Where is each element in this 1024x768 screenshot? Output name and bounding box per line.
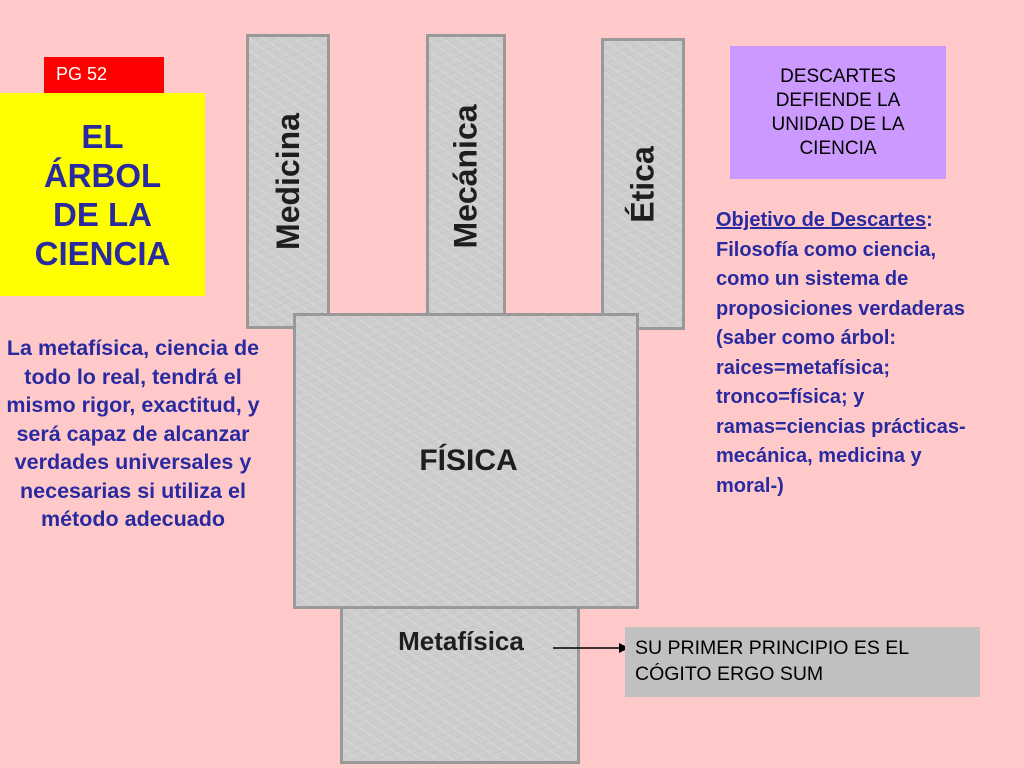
objetivo-body: Filosofía como ciencia, como un sistema … bbox=[716, 238, 966, 497]
branch-medicina: Medicina bbox=[246, 34, 330, 329]
objetivo-descartes: Objetivo de Descartes: Filosofía como ci… bbox=[716, 206, 978, 501]
descartes-unity-box: DESCARTES DEFIENDE LA UNIDAD DE LA CIENC… bbox=[730, 46, 946, 179]
roots-metafisica: Metafísica bbox=[340, 601, 580, 764]
roots-label: Metafísica bbox=[398, 626, 524, 656]
branch-etica: Ética bbox=[601, 38, 685, 330]
branch-mecanica-label: Mecánica bbox=[447, 104, 484, 249]
objetivo-colon: : bbox=[926, 209, 933, 231]
branch-etica-label: Ética bbox=[624, 145, 661, 223]
metaphysics-description: La metafísica, ciencia de todo lo real, … bbox=[6, 336, 260, 531]
trunk-fisica: FÍSICA bbox=[293, 313, 639, 609]
cogito-box: SU PRIMER PRINCIPIO ES EL CÓGITO ERGO SU… bbox=[625, 627, 980, 697]
page-tag: PG 52 bbox=[44, 57, 164, 93]
title-line-4: CIENCIA bbox=[34, 234, 171, 272]
branch-medicina-label: Medicina bbox=[269, 113, 306, 250]
title-box: EL ÁRBOL DE LA CIENCIA bbox=[0, 93, 205, 296]
title-line-2: ÁRBOL bbox=[43, 156, 162, 194]
objetivo-lead: Objetivo de Descartes bbox=[716, 209, 927, 231]
arrow-icon bbox=[553, 643, 629, 653]
branch-mecanica: Mecánica bbox=[426, 34, 506, 319]
trunk-label: FÍSICA bbox=[419, 444, 518, 477]
title-line-1: EL bbox=[81, 117, 124, 155]
title-line-3: DE LA bbox=[53, 195, 152, 233]
